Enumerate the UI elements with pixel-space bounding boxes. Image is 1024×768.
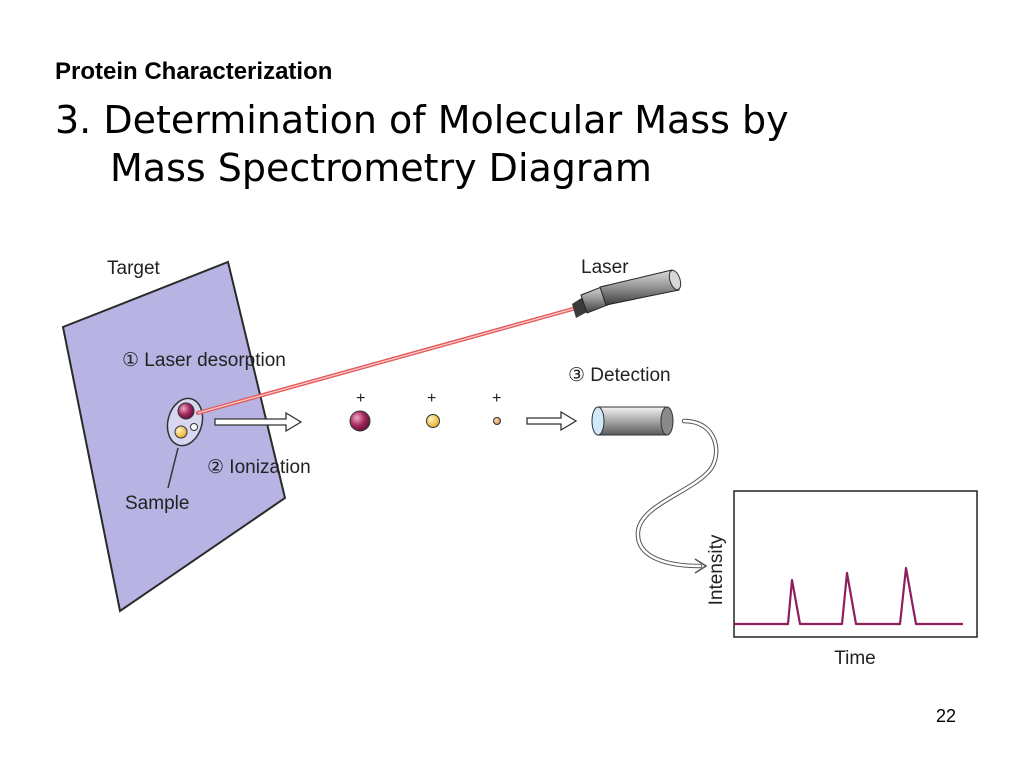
graph-y-axis-label: Intensity [706,534,727,605]
detector [591,406,674,436]
sample-label: Sample [125,493,189,514]
cable-arrowhead [694,558,708,574]
title-line-1: 3. Determination of Molecular Mass by [55,98,789,142]
medium-ion [426,414,440,428]
sample-medium-molecule [174,425,188,439]
sample-large-molecule [177,402,195,420]
ionization-label: ② Ionization [207,457,311,478]
detection-arrow [526,410,578,432]
signal-trace [734,566,963,626]
target-label: Target [107,258,161,279]
graph-x-axis-label: Time [834,648,876,669]
small-ion [493,417,501,425]
small-ion-charge: + [492,390,501,407]
laser-label: Laser [581,257,629,278]
slide-title: 3. Determination of Molecular Mass by Ma… [55,96,789,192]
large-ion-charge: + [356,390,365,407]
medium-ion-charge: + [427,390,436,407]
sample-pointer-line [167,447,179,489]
laser-desorption-label: ① Laser desorption [122,350,286,371]
sample-small-molecule [190,423,198,431]
detection-label: ③ Detection [568,365,671,386]
intensity-time-graph [733,490,978,638]
slide-subtitle: Protein Characterization [55,58,333,85]
laser-device [572,269,682,318]
sample-spot [166,397,204,447]
large-ion [349,410,371,432]
title-line-2: Mass Spectrometry Diagram [110,146,652,190]
page-number: 22 [936,706,957,726]
ionization-arrow [214,411,303,433]
